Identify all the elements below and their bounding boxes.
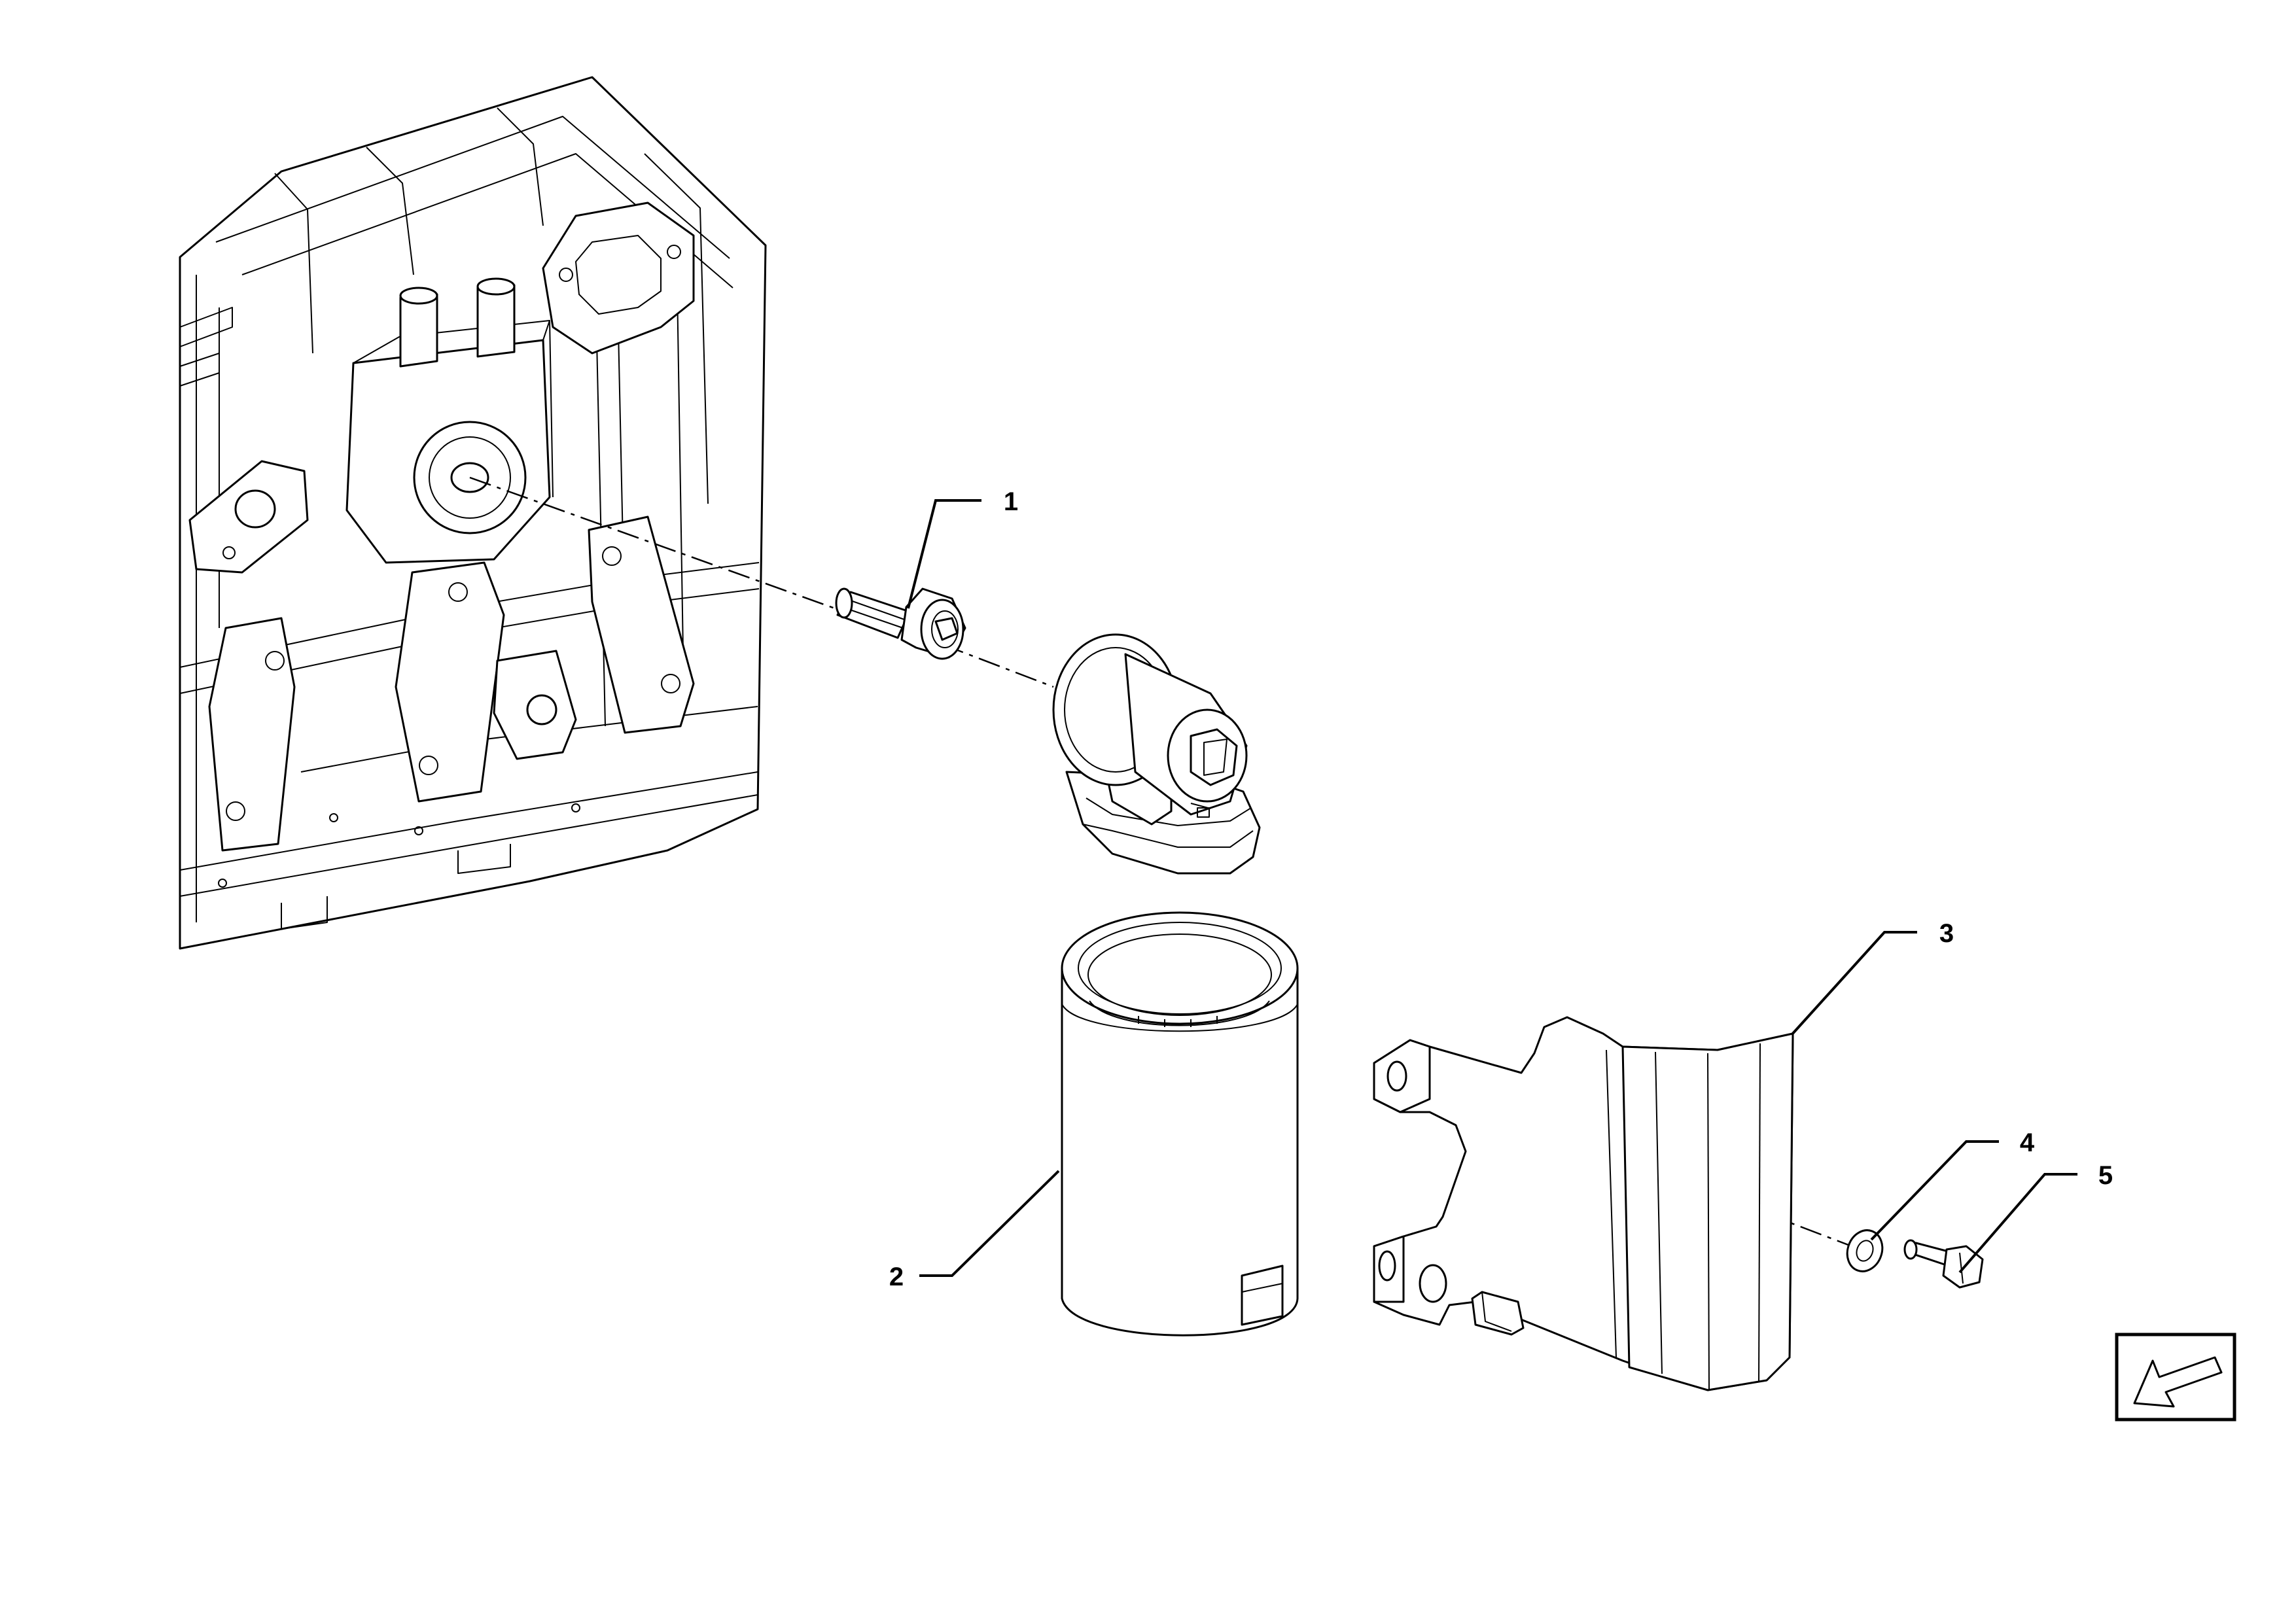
engine-block	[179, 76, 767, 950]
part-5-bolt	[1903, 1239, 1984, 1289]
part-2-filter-cartridge	[1061, 911, 1299, 1336]
callout-1: 1	[1004, 487, 1018, 516]
callout-3: 3	[1939, 919, 1954, 948]
part-4-washer	[1846, 1229, 1884, 1272]
callout-4: 4	[2020, 1128, 2035, 1157]
leader-lines	[907, 499, 2077, 1277]
callout-2: 2	[889, 1263, 904, 1291]
arrow-down-left-icon	[2115, 1333, 2236, 1422]
callout-5: 5	[2098, 1161, 2113, 1190]
part-3-bracket	[1373, 1016, 1794, 1391]
part-1-fitting	[835, 587, 966, 660]
filter-head	[1052, 633, 1261, 875]
